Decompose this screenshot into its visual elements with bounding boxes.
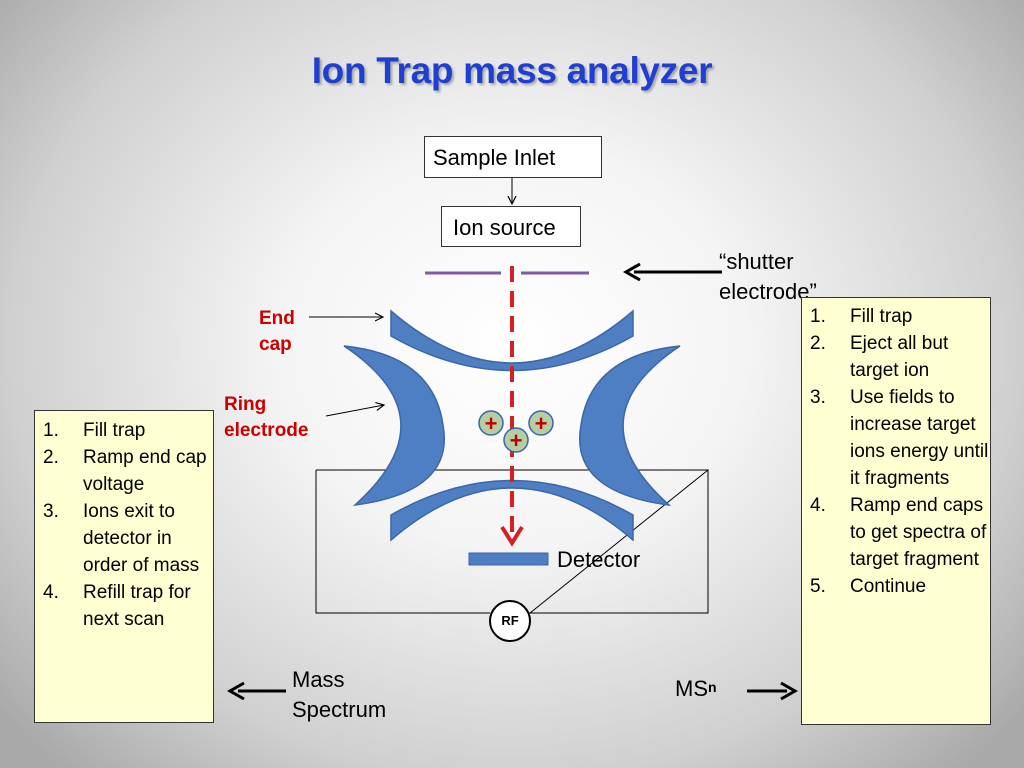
list-item: Ramp end caps to get spectra of target f… <box>810 492 990 573</box>
step-text: Use fields to increase target ions energ… <box>850 387 989 489</box>
step-text: Ions exit to detector in order of mass <box>83 501 200 576</box>
detector-plate <box>468 552 549 566</box>
msn-steps-box: Fill trap Eject all but target ion Use f… <box>801 297 991 725</box>
msn-base: MS <box>675 676 708 701</box>
detector-label: Detector <box>557 547 641 572</box>
list-item: Continue <box>810 573 990 600</box>
msn-label: MSn <box>675 674 717 704</box>
ion-source-box: Ion source <box>441 206 581 247</box>
end-cap-label: End cap <box>259 308 295 355</box>
step-text: Fill trap <box>850 306 913 327</box>
ion-2: + <box>528 410 554 436</box>
mass-spectrum-steps-list: Fill trap Ramp end cap voltage Ions exit… <box>35 417 213 633</box>
step-text: Ramp end caps to get spectra of target f… <box>850 495 987 570</box>
page-title: Ion Trap mass analyzer <box>311 50 713 91</box>
rf-circuit-wire <box>315 468 709 614</box>
step-text: Fill trap <box>83 420 146 441</box>
list-item: Fill trap <box>43 417 213 444</box>
list-item: Fill trap <box>810 303 990 330</box>
ion-source-label: Ion source <box>453 215 556 240</box>
mass-spectrum-arrowhead-icon <box>226 681 245 701</box>
step-text: Continue <box>850 576 927 597</box>
list-item: Ions exit to detector in order of mass <box>43 498 213 579</box>
shutter-arrowhead-icon <box>622 262 641 282</box>
top-end-cap-electrode <box>390 309 634 372</box>
ion-1: + <box>478 410 504 436</box>
rf-label: RF <box>501 613 519 628</box>
list-item: Refill trap for next scan <box>43 579 213 633</box>
shutter-electrode-label: “shutter electrode” <box>719 249 817 304</box>
mass-spectrum-label: Mass Spectrum <box>292 667 387 722</box>
rf-source: RF <box>489 600 531 642</box>
ion-2-symbol: + <box>535 411 548 436</box>
mass-spectrum-steps-box: Fill trap Ramp end cap voltage Ions exit… <box>34 410 214 723</box>
sample-inlet-label: Sample Inlet <box>433 145 556 170</box>
left-ring-electrode <box>343 345 445 507</box>
ion-3: + <box>503 427 529 453</box>
msn-superscript: n <box>708 679 717 695</box>
ion-3-symbol: + <box>510 428 523 453</box>
list-item: Ramp end cap voltage <box>43 444 213 498</box>
ring-electrode-label: Ring electrode <box>224 394 309 441</box>
right-ring-electrode <box>579 345 681 507</box>
step-text: Refill trap for next scan <box>83 582 191 630</box>
msn-steps-list: Fill trap Eject all but target ion Use f… <box>802 303 990 600</box>
step-text: Eject all but target ion <box>850 333 949 381</box>
sample-inlet-box: Sample Inlet <box>424 136 602 178</box>
list-item: Eject all but target ion <box>810 330 990 384</box>
msn-arrowhead-icon <box>780 681 799 701</box>
step-text: Ramp end cap voltage <box>83 447 207 495</box>
ring-electrode-pointer-arrow <box>325 405 384 417</box>
bottom-end-cap-electrode <box>390 479 634 542</box>
list-item: Use fields to increase target ions energ… <box>810 384 990 492</box>
ion-path-arrowhead-icon <box>500 525 524 547</box>
ion-1-symbol: + <box>485 411 498 436</box>
